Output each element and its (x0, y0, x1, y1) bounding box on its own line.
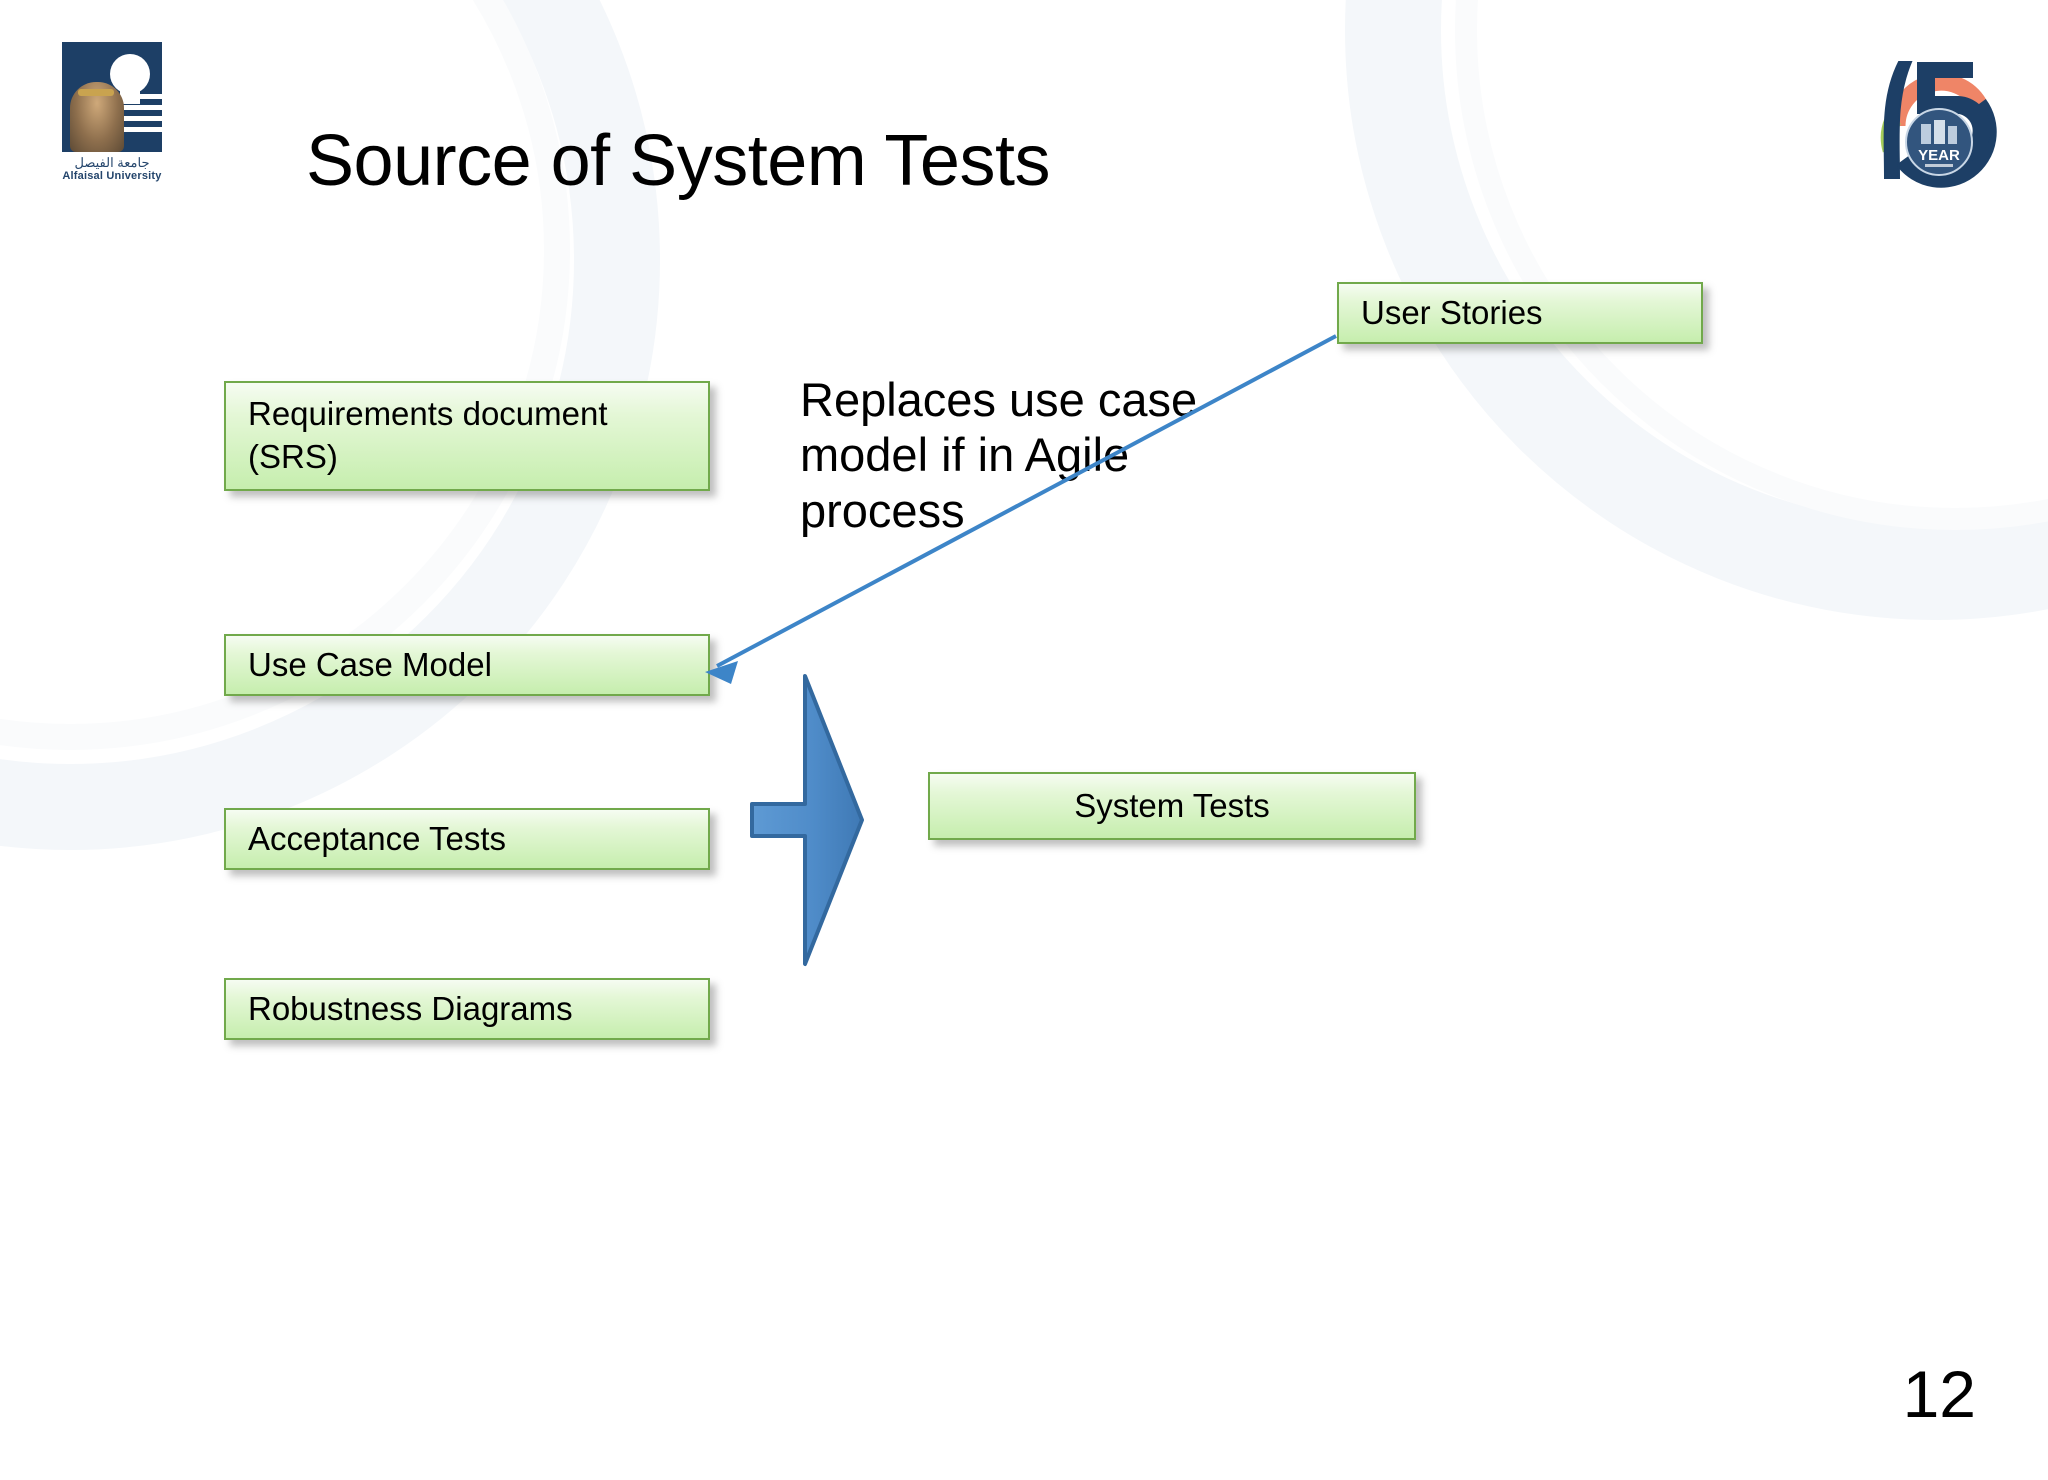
source-box-acceptance-tests[interactable]: Acceptance Tests (224, 808, 710, 870)
source-box-label: Requirements document (SRS) (248, 395, 608, 475)
page-title: Source of System Tests (306, 121, 1050, 201)
source-box-label: Robustness Diagrams (248, 989, 573, 1027)
source-box-label: User Stories (1361, 293, 1543, 331)
replaces-use-case-note: Replaces use case model if in Agile proc… (800, 373, 1198, 537)
block-arrow-sources-to-system-tests (750, 674, 864, 966)
anniversary-caption: YEAR (1918, 147, 1960, 164)
university-name-english: Alfaisal University (62, 170, 162, 183)
source-box-robustness-diagrams[interactable]: Robustness Diagrams (224, 978, 710, 1040)
source-box-label: Use Case Model (248, 645, 492, 683)
logo-bars-icon (122, 94, 162, 138)
output-box-system-tests[interactable]: System Tests (928, 772, 1416, 840)
source-box-label: Acceptance Tests (248, 819, 507, 857)
source-box-requirements-document[interactable]: Requirements document (SRS) (224, 381, 710, 491)
page-number: 12 (1902, 1357, 1976, 1431)
university-name-arabic: جامعة الفيصل (74, 155, 150, 170)
fifteen-year-anniversary-logo: YEAR (1855, 38, 2015, 198)
source-box-user-stories[interactable]: User Stories (1337, 282, 1703, 344)
headband-icon (78, 89, 114, 96)
output-box-label: System Tests (1074, 786, 1270, 824)
alfaisal-university-logo: جامعة الفيصل Alfaisal University (48, 42, 176, 190)
source-box-use-case-model[interactable]: Use Case Model (224, 634, 710, 696)
university-logo-mark (62, 42, 162, 152)
